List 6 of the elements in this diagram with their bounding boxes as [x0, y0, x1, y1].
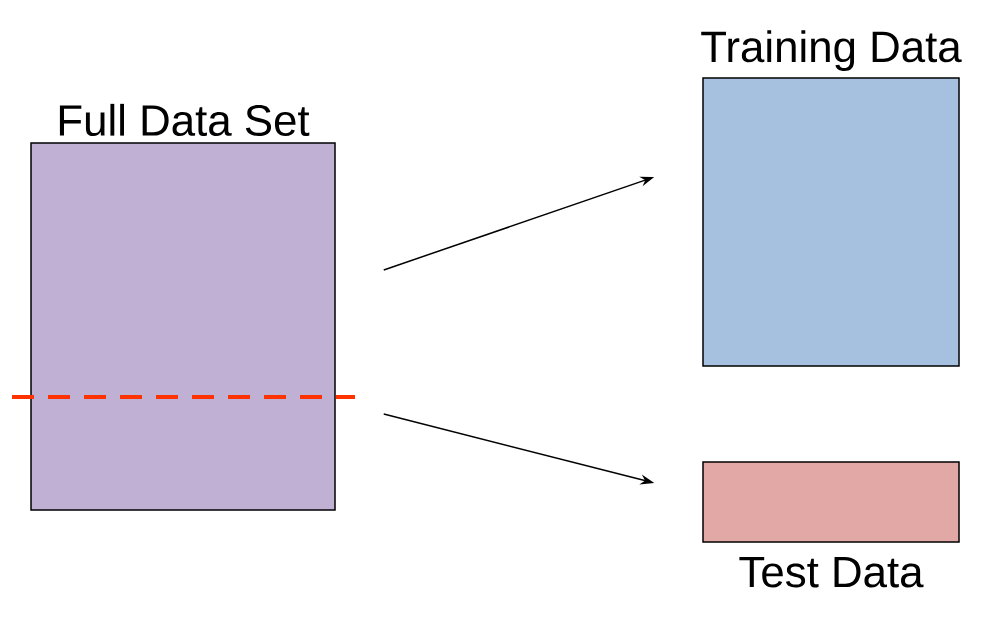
data-box: Full Data Set — [30, 103, 336, 511]
data-box: Test Data — [702, 461, 960, 588]
data-box: Training Data — [701, 30, 962, 367]
node-label: Training Data — [701, 30, 962, 72]
node-label: Full Data Set — [59, 103, 310, 137]
node-label: Test Data — [739, 556, 924, 588]
